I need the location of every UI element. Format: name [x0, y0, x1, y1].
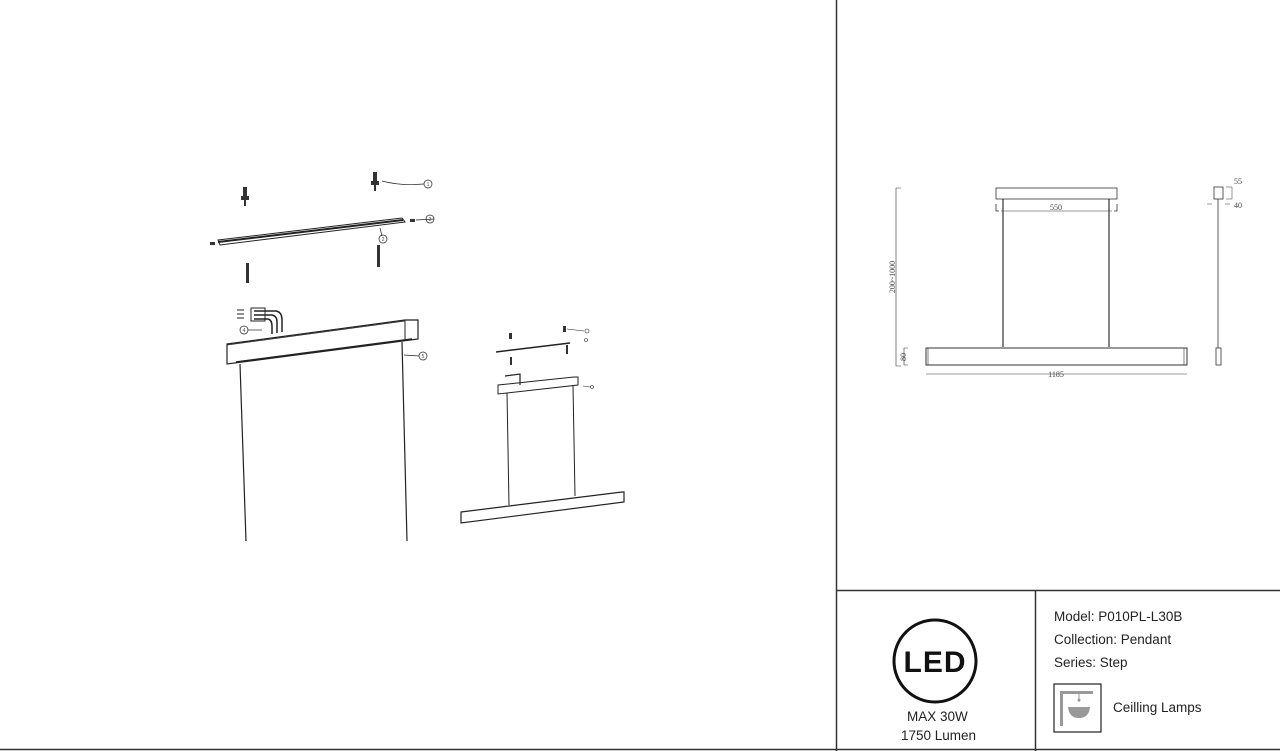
callout-5: 5	[422, 354, 425, 360]
dim-side-height: 55	[1234, 177, 1242, 186]
callout-1: 1	[427, 182, 430, 188]
dimension-front-view	[895, 186, 1233, 375]
dim-body-length: 1185	[1048, 370, 1064, 379]
callout-markers	[239, 179, 435, 361]
category-label: Ceilling Lamps	[1113, 700, 1202, 715]
dim-body-height: 80	[899, 353, 908, 361]
lumen-output: 1750 Lumen	[901, 728, 977, 743]
callout-2: 2	[382, 237, 385, 243]
dim-drop-height: 200~1000	[888, 261, 897, 293]
series: Series: Step	[1054, 655, 1128, 670]
screw-icon	[210, 172, 415, 283]
callout-4: 4	[243, 328, 246, 334]
led-logo-text: LED	[904, 646, 967, 679]
dim-canopy-spacing: 550	[1050, 203, 1062, 212]
ceiling-lamp-icon	[1053, 683, 1102, 733]
callout-3: 3	[429, 217, 432, 223]
led-logo: LED	[892, 618, 978, 704]
max-power: MAX 30W	[907, 709, 968, 724]
exploded-assembly-view: 1 2 3 4 5	[210, 172, 435, 542]
model-number: Model: P010PL-L30B	[1054, 609, 1183, 624]
collection: Collection: Pendant	[1054, 632, 1172, 647]
assembled-view	[460, 326, 625, 524]
dim-side-width: 40	[1234, 201, 1242, 210]
